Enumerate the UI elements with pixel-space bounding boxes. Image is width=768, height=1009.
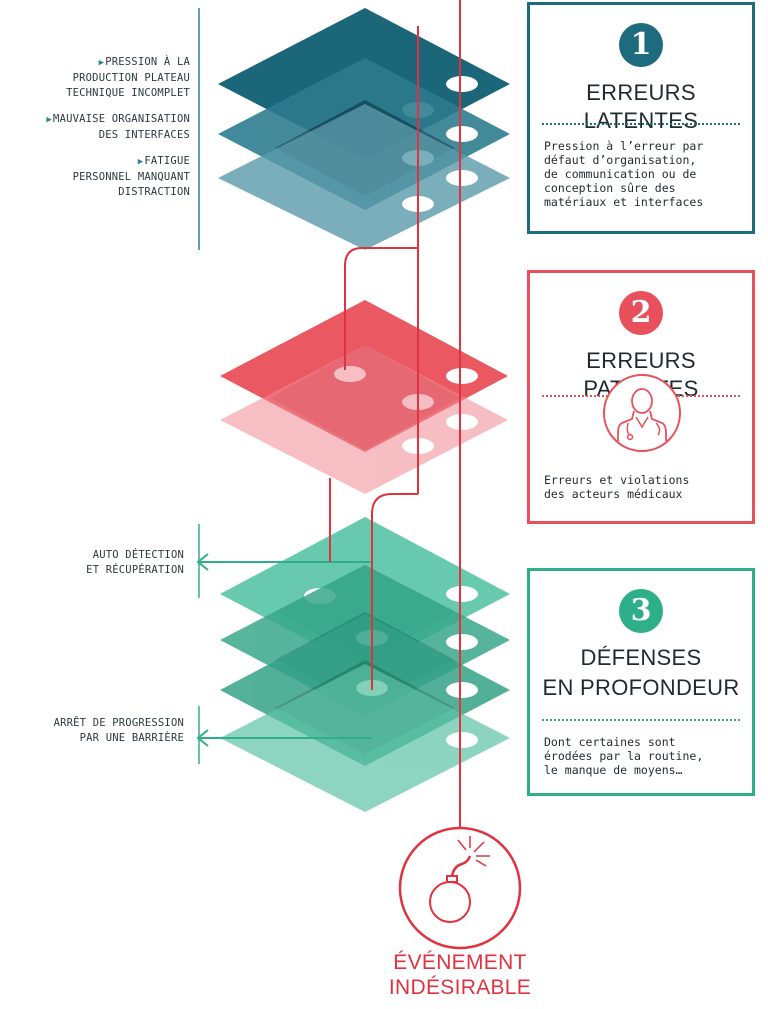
card-description: Pression à l’erreur par défaut d’organis…: [544, 139, 704, 209]
label-fatigue: ▶FATIGUE PERSONNEL MANQUANT DISTRACTION: [72, 155, 190, 198]
card-erreurs-latentes: 1 ERREURS LATENTES Pression à l’erreur p…: [527, 2, 755, 234]
triangle-marker-icon: ▶: [46, 115, 53, 125]
card-defenses-profondeur: 3 DÉFENSES EN PROFONDEUR Dont certaines …: [527, 568, 755, 796]
arrow-auto-detection: [196, 553, 372, 571]
hole: [446, 634, 478, 650]
card-number-badge: 2: [619, 291, 663, 335]
arrow-barrier: [196, 729, 372, 747]
triangle-marker-icon: ▶: [137, 157, 144, 167]
latent-layer-3: [218, 104, 510, 250]
doctor-icon: [603, 374, 681, 452]
label-arret-progression: ARRÊT DE PROGRESSION PAR UNE BARRIÈRE: [53, 717, 184, 744]
hole: [446, 732, 478, 748]
dotted-divider: [542, 123, 740, 125]
bomb-icon: [398, 826, 522, 950]
dotted-divider: [542, 719, 740, 721]
label-pression-production: ▶PRESSION À LA PRODUCTION PLATEAU TECHNI…: [66, 56, 190, 99]
event-title: ÉVÉNEMENT INDÉSIRABLE: [388, 951, 532, 999]
hole: [446, 414, 478, 430]
hole: [446, 586, 478, 602]
hole: [446, 368, 478, 384]
card-erreurs-patentes: 2 ERREURS PATENTES Erreurs et violations…: [527, 270, 755, 524]
label-auto-detection: AUTO DÉTECTION ET RÉCUPÉRATION: [86, 549, 184, 576]
card-description: Dont certaines sont érodées par la routi…: [544, 735, 704, 777]
card-number-badge: 1: [619, 23, 663, 67]
triangle-marker-icon: ▶: [98, 58, 105, 68]
card-title: DÉFENSES EN PROFONDEUR: [542, 645, 740, 700]
hole: [446, 170, 478, 186]
hole: [446, 76, 478, 92]
label-mauvaise-organisation: ▶MAUVAISE ORGANISATION DES INTERFACES: [46, 113, 190, 141]
hole: [446, 682, 478, 698]
card-description: Erreurs et violations des acteurs médica…: [544, 473, 690, 501]
card-title: ERREURS LATENTES: [583, 80, 699, 133]
trajectory-lines: [329, 0, 461, 830]
card-title: ERREURS PATENTES: [583, 348, 698, 401]
hole: [446, 126, 478, 142]
card-number-badge: 3: [619, 589, 663, 633]
